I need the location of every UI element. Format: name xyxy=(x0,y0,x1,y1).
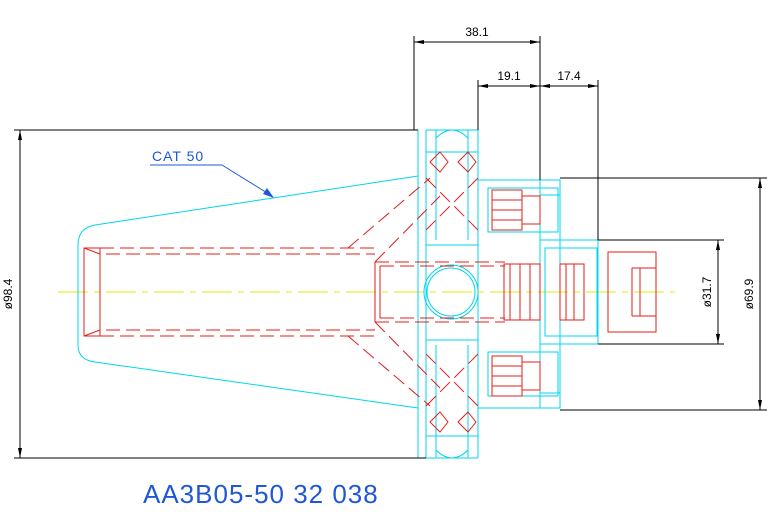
body-outline xyxy=(477,179,599,409)
hidden-solid-lines xyxy=(83,151,657,433)
hidden-lines xyxy=(100,177,505,407)
callout-arrow-icon xyxy=(263,188,274,198)
dimension-19-1: 19.1 xyxy=(497,69,521,83)
part-number: AA3B05-50 32 038 xyxy=(143,479,379,509)
dimension-dia-31-7: ø31.7 xyxy=(700,276,714,307)
dimension-17-4: 17.4 xyxy=(557,69,581,83)
dimension-dia-98-4: ø98.4 xyxy=(1,278,15,309)
dimension-dia-69-9: ø69.9 xyxy=(742,278,756,309)
dimension-lines xyxy=(14,36,767,459)
dimension-arrows xyxy=(18,40,762,458)
callout-label: CAT 50 xyxy=(152,148,204,164)
cat50-callout: CAT 50 xyxy=(150,148,274,198)
dimension-38-1: 38.1 xyxy=(465,25,489,39)
taper-shank-outline xyxy=(77,175,419,409)
